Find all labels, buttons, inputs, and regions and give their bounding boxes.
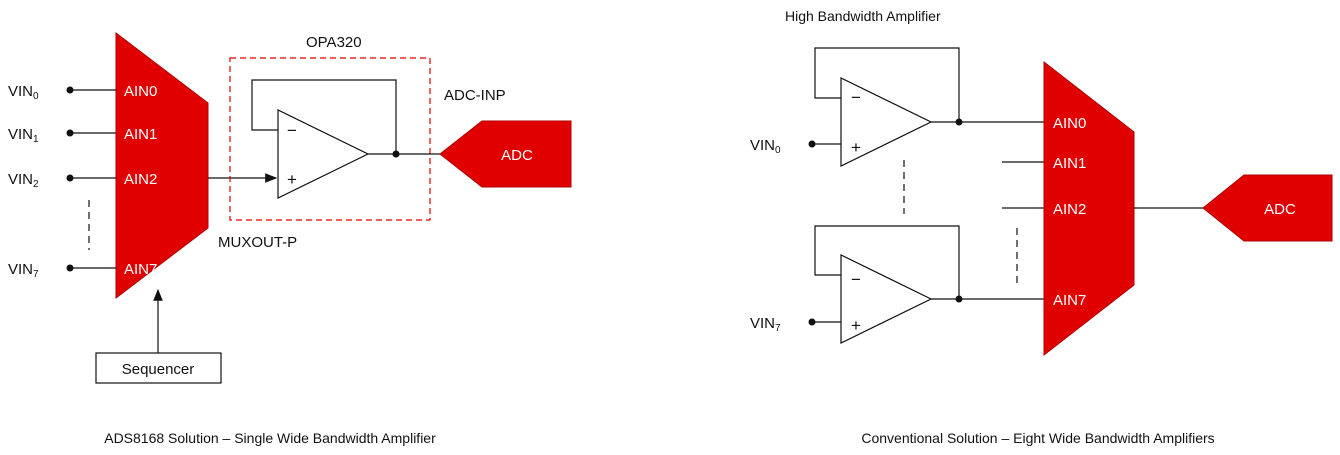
sequencer-label: Sequencer [122, 361, 195, 378]
left-opamp [277, 109, 370, 199]
right-top-feedback [814, 47, 960, 122]
adc-inp-label: ADC-INP [444, 87, 506, 104]
right-vin7-label: VIN7 [750, 315, 781, 334]
right-ain7-label: AIN7 [1053, 292, 1086, 309]
ain7-label: AIN7 [124, 261, 157, 278]
plus-sign: + [851, 138, 861, 157]
right-diagram: High Bandwidth Amplifier − + VIN0 − + VI… [750, 8, 1333, 446]
left-feedback-wire [251, 79, 397, 154]
input-node [66, 129, 74, 137]
minus-sign: − [287, 121, 297, 140]
right-adc-label: ADC [1264, 201, 1296, 218]
minus-sign: − [851, 88, 861, 107]
left-adc [439, 120, 572, 188]
input-node [808, 318, 816, 326]
output-node [392, 150, 400, 158]
output-node [955, 295, 963, 303]
opa320-label: OPA320 [306, 34, 362, 51]
vin2-label: VIN2 [8, 171, 39, 190]
input-node [66, 86, 74, 94]
minus-sign: − [851, 270, 861, 289]
ain1-label: AIN1 [124, 126, 157, 143]
left-mux [115, 31, 209, 300]
input-node [808, 140, 816, 148]
right-ain0-label: AIN0 [1053, 115, 1086, 132]
input-node [66, 264, 74, 272]
right-ain1-label: AIN1 [1053, 155, 1086, 172]
plus-sign: + [851, 316, 861, 335]
right-opamp-top [840, 77, 933, 167]
ain2-label: AIN2 [124, 171, 157, 188]
output-node [955, 118, 963, 126]
ain0-label: AIN0 [124, 83, 157, 100]
vin0-label: VIN0 [8, 83, 39, 102]
right-vin0-label: VIN0 [750, 137, 781, 156]
right-title: High Bandwidth Amplifier [785, 8, 941, 24]
right-caption: Conventional Solution – Eight Wide Bandw… [861, 430, 1214, 446]
plus-sign: + [287, 170, 297, 189]
left-adc-label: ADC [501, 147, 533, 164]
vin1-label: VIN1 [8, 126, 39, 145]
right-adc [1202, 174, 1333, 242]
right-mux [1043, 60, 1135, 357]
sequencer-box [95, 352, 222, 384]
right-bottom-feedback [814, 225, 960, 299]
left-caption: ADS8168 Solution – Single Wide Bandwidth… [104, 430, 436, 446]
vin7-label: VIN7 [8, 261, 39, 280]
muxout-label: MUXOUT-P [218, 234, 297, 251]
left-diagram: VIN0 VIN1 VIN2 VIN7 AIN0 AIN1 AIN2 AIN7 … [8, 31, 572, 446]
right-opamp-bottom [840, 254, 933, 344]
right-ain2-label: AIN2 [1053, 201, 1086, 218]
input-node [66, 174, 74, 182]
opa320-box [229, 57, 431, 221]
